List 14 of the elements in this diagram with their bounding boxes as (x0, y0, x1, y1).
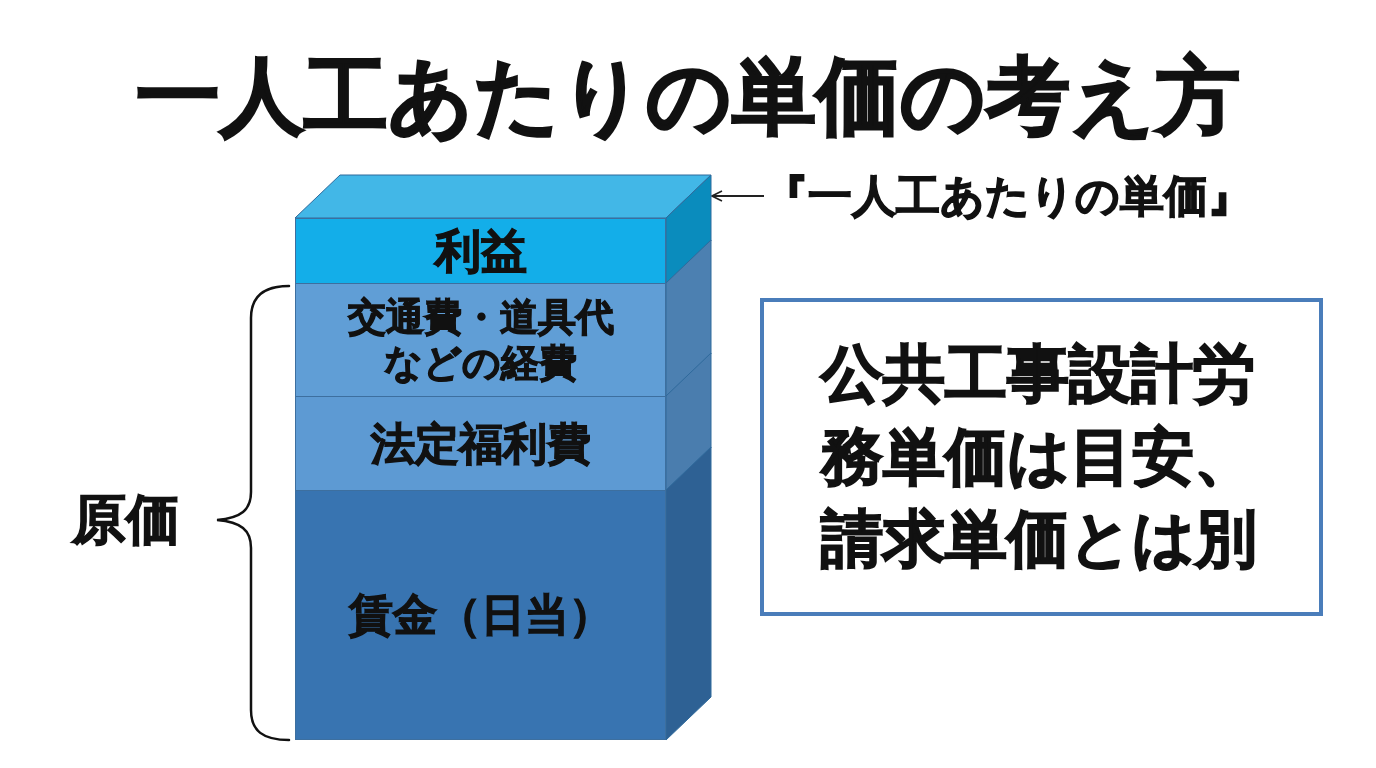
layer-label: 利益 (434, 222, 527, 280)
arrow (711, 190, 765, 202)
note-text: 公共工事設計労務単価は目安、請求単価とは別 (821, 336, 1259, 578)
stack-layer (295, 490, 666, 740)
layer-label: 交通費・道具代などの経費 (346, 293, 615, 387)
stack-layer (295, 218, 666, 284)
note-box (760, 298, 1323, 616)
bracket-label: 原価 (72, 487, 181, 553)
pointer-label: 『一人工あたりの単価』 (764, 170, 1226, 222)
stack-layer (295, 396, 666, 491)
title: 一人工あたりの単価の考え方 (135, 50, 1241, 147)
stack-layer (295, 283, 666, 397)
layer-label: 法定福利費 (370, 416, 591, 471)
layer-label: 賃金（日当） (348, 588, 613, 642)
